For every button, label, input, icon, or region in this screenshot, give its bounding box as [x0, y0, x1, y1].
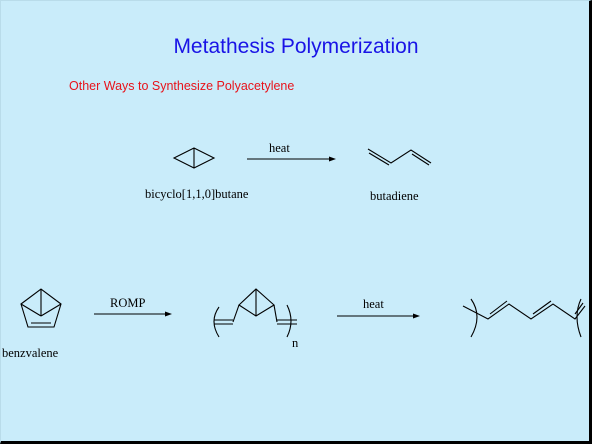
polyacetylene-right-bracket [576, 298, 582, 338]
polyacetylene-structure [462, 298, 586, 338]
romp-condition: ROMP [110, 296, 145, 310]
reaction-scheme: heat ROMP [20, 141, 586, 350]
slide-title: Metathesis Polymerization [173, 35, 419, 58]
repeat-subscript: n [292, 336, 299, 350]
butadiene-label: butadiene [370, 189, 419, 203]
heat-condition-2: heat [363, 297, 384, 311]
bicyclobutane-label: bicyclo[1,1,0]butane [145, 187, 249, 201]
romp-arrow [94, 311, 172, 317]
polymer-left-bracket [213, 306, 220, 338]
polymer-right-bracket [286, 304, 292, 338]
reaction1-condition: heat [269, 141, 290, 155]
romp-polymer-structure [213, 288, 297, 338]
reaction1-arrow [247, 156, 336, 162]
polyacetylene-left-bracket [470, 298, 478, 338]
heat-arrow-2 [337, 313, 420, 319]
benzvalene-structure [20, 288, 62, 328]
bicyclobutane-structure [172, 147, 216, 169]
benzvalene-label: benzvalene [2, 346, 59, 360]
butadiene-structure [367, 148, 432, 166]
slide-subtitle: Other Ways to Synthesize Polyacetylene [69, 79, 295, 93]
